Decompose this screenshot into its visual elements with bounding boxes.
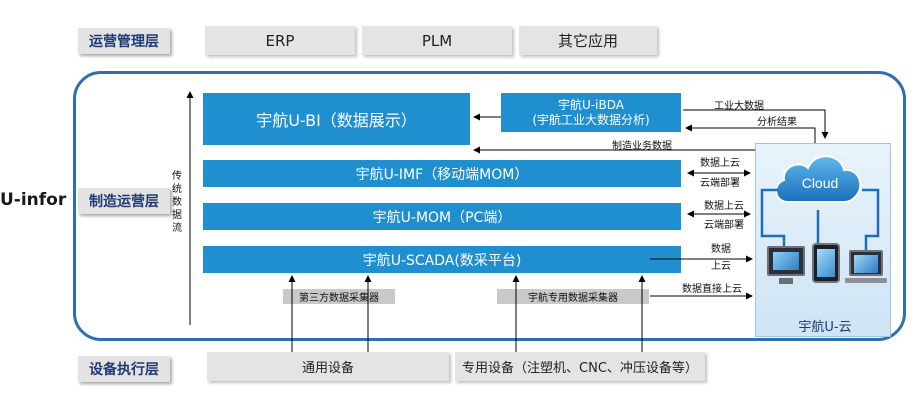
label-industrial-big-data: 工业大数据 bbox=[714, 101, 764, 112]
label-cloud-deploy-1: 云端部署 bbox=[700, 178, 740, 189]
ibda-line-1: 宇航U-iBDA bbox=[558, 97, 624, 112]
label-manufacturing-business-data: 制造业务数据 bbox=[612, 141, 672, 152]
plm-box: PLM bbox=[362, 26, 512, 55]
bar-u-scada: 宇航U-SCADA(数采平台) bbox=[203, 246, 681, 273]
erp-box: ERP bbox=[205, 26, 355, 55]
bar-u-ibda: 宇航U-iBDA (宇航工业大数据分析) bbox=[501, 93, 681, 132]
dedicated-collector: 宇航专用数据采集器 bbox=[497, 289, 649, 304]
layer-label-manufacturing: 制造运营层 bbox=[78, 188, 170, 214]
laptop-base-icon bbox=[845, 278, 887, 283]
label-data: 数据 bbox=[711, 244, 731, 255]
bar-u-mom: 宇航U-MOM（PC端） bbox=[203, 203, 681, 230]
traditional-flow-label: 传统数据流 bbox=[172, 171, 182, 234]
laptop-screen-icon bbox=[849, 250, 883, 276]
other-apps-box: 其它应用 bbox=[519, 26, 657, 55]
label-data-to-cloud-1: 数据上云 bbox=[700, 158, 740, 169]
cloud-caption: 宇航U-云 bbox=[798, 320, 852, 335]
bar-u-bi: 宇航U-BI（数据展示） bbox=[203, 93, 470, 145]
third-party-collector: 第三方数据采集器 bbox=[283, 289, 395, 304]
cloud-icon: Cloud bbox=[775, 155, 862, 203]
label-data-direct-to-cloud: 数据直接上云 bbox=[682, 284, 742, 295]
u-infor-text: U-infor bbox=[0, 190, 67, 210]
monitor-stand-icon bbox=[779, 278, 793, 284]
ibda-line-2: (宇航工业大数据分析) bbox=[532, 112, 650, 127]
label-data-to-cloud-2: 数据上云 bbox=[704, 201, 744, 212]
tablet-icon bbox=[812, 243, 840, 283]
general-equipment-box: 通用设备 bbox=[207, 352, 449, 381]
label-analysis-result: 分析结果 bbox=[757, 117, 797, 128]
cloud-label: Cloud bbox=[802, 175, 839, 191]
bar-u-imf: 宇航U-IMF（移动端MOM） bbox=[203, 160, 681, 187]
label-cloud-deploy-2: 云端部署 bbox=[704, 220, 744, 231]
layer-label-operations: 运营管理层 bbox=[78, 28, 170, 54]
layer-label-equipment: 设备执行层 bbox=[78, 356, 170, 382]
dedicated-equipment-box: 专用设备（注塑机、CNC、冲压设备等） bbox=[455, 352, 705, 381]
label-to-cloud: 上云 bbox=[711, 261, 731, 272]
monitor-icon bbox=[767, 246, 805, 276]
main-frame bbox=[73, 71, 906, 341]
